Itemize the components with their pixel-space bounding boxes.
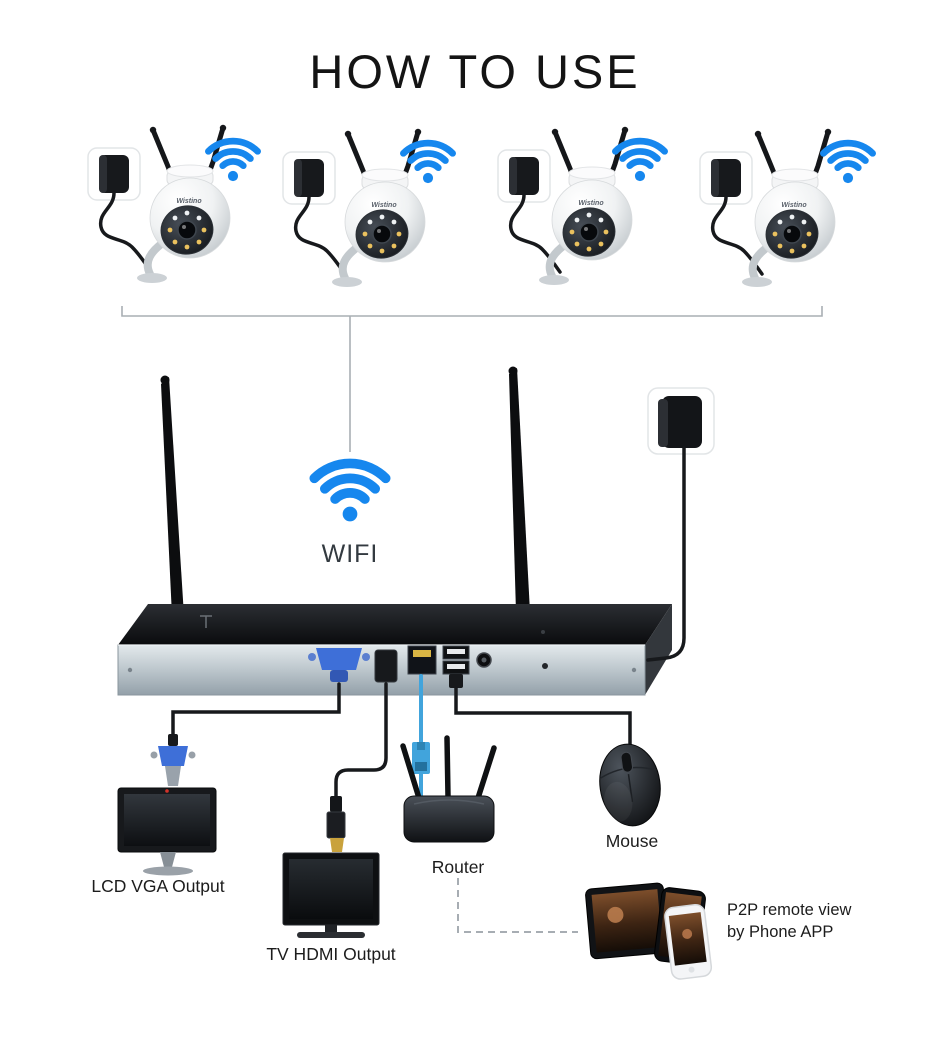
wifi-signal-icon bbox=[823, 143, 872, 183]
wifi-signal-icon bbox=[403, 143, 452, 183]
nvr-front-screw-right bbox=[631, 667, 637, 673]
camera-unit-1 bbox=[86, 125, 258, 283]
white-phone-icon bbox=[664, 903, 713, 980]
rj45-connector bbox=[412, 742, 430, 798]
nvr-top-screw bbox=[541, 630, 545, 634]
dashed-connector bbox=[457, 878, 578, 933]
power-cable bbox=[646, 446, 686, 662]
nvr-side-face bbox=[645, 604, 672, 695]
usb-plug bbox=[449, 674, 463, 688]
mouse-label: Mouse bbox=[605, 831, 659, 851]
camera-bracket-line bbox=[121, 306, 823, 317]
power-plug-icon bbox=[86, 146, 152, 272]
dc-power-jack bbox=[476, 652, 492, 668]
monitor-logo bbox=[165, 789, 169, 793]
page-title: HOW TO USE bbox=[309, 45, 641, 98]
ethernet-port bbox=[407, 645, 437, 675]
hdmi-cable bbox=[334, 682, 388, 800]
usb-ports bbox=[442, 645, 470, 688]
mouse-cable bbox=[454, 686, 632, 746]
wifi-signal-icon bbox=[615, 141, 664, 181]
power-plug-icon bbox=[698, 150, 764, 276]
nvr-antenna-right bbox=[508, 366, 530, 628]
p2p-label-line1: P2P remote view bbox=[727, 901, 852, 919]
tv-hdmi-output-label: TV HDMI Output bbox=[266, 944, 396, 964]
wifi-hub-icon bbox=[314, 463, 385, 521]
nvr-front-screw-left bbox=[127, 667, 133, 673]
lcd-vga-output-label: LCD VGA Output bbox=[91, 876, 225, 896]
nvr-ir-sensor bbox=[542, 663, 548, 669]
nvr-device bbox=[117, 366, 672, 696]
hdmi-port-connector bbox=[374, 649, 398, 683]
camera-brand-logo: Wistino bbox=[371, 202, 397, 209]
tv-device bbox=[282, 852, 380, 938]
p2p-label-line2: by Phone APP bbox=[727, 923, 834, 942]
vga-port-connector bbox=[308, 648, 370, 682]
nvr-top-face bbox=[118, 604, 672, 645]
mouse-device bbox=[599, 743, 661, 827]
camera-brand-logo: Wistino bbox=[781, 202, 807, 209]
tablet-icon bbox=[585, 882, 669, 960]
wifi-label: WIFI bbox=[321, 540, 379, 568]
nvr-antenna-left bbox=[160, 375, 186, 632]
wifi-signal-icon bbox=[208, 141, 257, 181]
p2p-remote-view-label: P2P remote view by Phone APP bbox=[727, 899, 937, 944]
power-plug-icon bbox=[281, 150, 347, 276]
router-label: Router bbox=[431, 857, 485, 877]
nvr-power-adapter bbox=[646, 387, 715, 662]
camera-unit-2 bbox=[281, 129, 453, 287]
camera-brand-logo: Wistino bbox=[578, 200, 604, 207]
antenna-marking bbox=[200, 615, 212, 628]
router-device bbox=[400, 735, 497, 843]
monitor-device bbox=[117, 787, 217, 876]
phones-group bbox=[585, 882, 713, 980]
camera-brand-logo: Wistino bbox=[176, 198, 202, 205]
vga-connector-monitor bbox=[150, 734, 196, 786]
hdmi-connector-tv bbox=[326, 796, 346, 852]
vga-cable bbox=[171, 682, 341, 740]
